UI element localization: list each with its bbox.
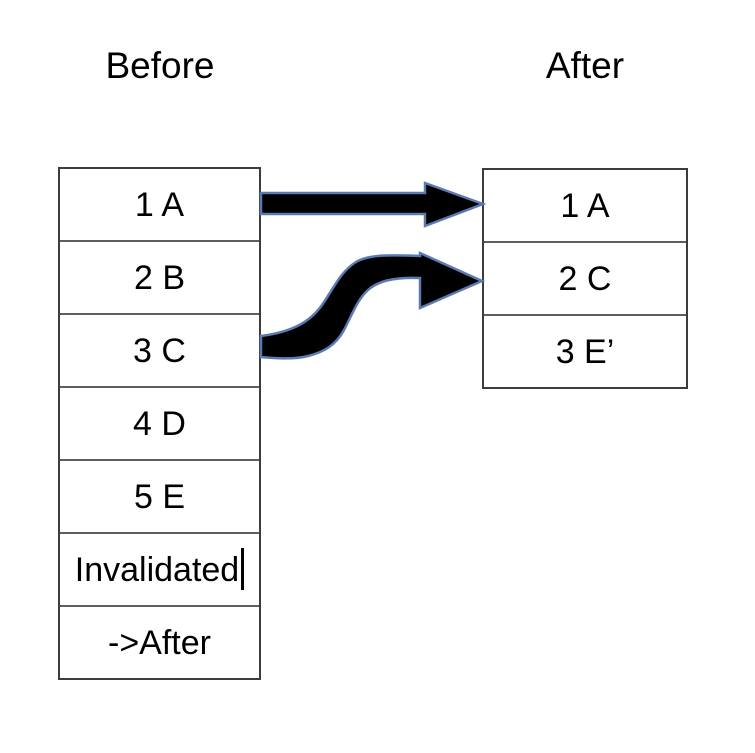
after-table: 1 A 2 C 3 E’ (482, 168, 688, 389)
before-row-invalidated[interactable]: Invalidated (60, 534, 259, 607)
after-row-1-label: 1 A (560, 186, 610, 225)
after-row-3: 3 E’ (484, 316, 686, 387)
before-row-4: 4 D (60, 388, 259, 461)
before-row-3-label: 3 C (133, 331, 186, 370)
after-row-2-label: 2 C (558, 259, 612, 298)
before-row-3: 3 C (60, 315, 259, 388)
text-cursor (241, 547, 245, 590)
after-row-2: 2 C (484, 243, 686, 316)
after-row-1: 1 A (484, 170, 686, 243)
before-table: 1 A 2 B 3 C 4 D 5 E Invalidated ->After (58, 167, 261, 680)
before-row-1-label: 1 A (134, 185, 185, 224)
after-note-label: ->After (108, 623, 211, 662)
s-curve-arrow-icon (259, 251, 486, 360)
before-row-5: 5 E (60, 461, 259, 534)
before-title: Before (105, 45, 215, 86)
invalidated-text: Invalidated (74, 550, 240, 589)
straight-arrow-icon (259, 181, 487, 228)
after-title: After (545, 45, 625, 86)
before-row-after-note: ->After (60, 607, 259, 678)
before-row-2: 2 B (60, 242, 259, 315)
before-row-5-label: 5 E (133, 477, 186, 516)
before-row-2-label: 2 B (133, 258, 186, 297)
after-row-3-label: 3 E’ (555, 332, 615, 371)
before-row-1: 1 A (60, 169, 259, 242)
before-row-4-label: 4 D (133, 404, 186, 443)
